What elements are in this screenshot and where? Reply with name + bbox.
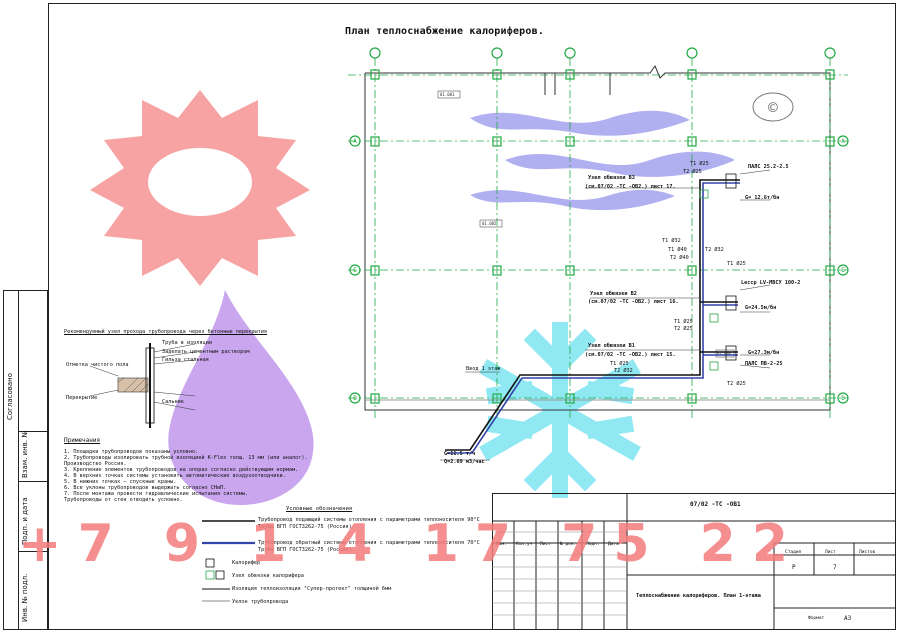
stamp-sheet: 7 [833, 564, 837, 571]
note-line-3: Производство Россия. [64, 461, 127, 467]
sun-watermark [90, 90, 310, 286]
axis-letter-a-right: А [841, 138, 845, 145]
axis-letter-c: В [353, 395, 357, 402]
legend-item-3: Калорифер [232, 560, 261, 566]
binding-strip [3, 290, 49, 630]
axis-letter-c-right: В [841, 395, 845, 402]
axis-letter-a: А [353, 138, 357, 145]
stamp-header-change: Изм. [496, 542, 507, 547]
detail-callout-4: Перекрытие [66, 395, 98, 401]
detail-title: Рекомендуемый узел прохода трубопровода … [64, 329, 268, 335]
stamp-format-label: Формат [808, 616, 825, 621]
node-b1-pipe-t1: T1 Ø25 [610, 361, 629, 367]
input-flow-2: Q=2.69 м3/час [444, 459, 485, 465]
legend-symbols [202, 520, 255, 602]
stamp-sheet-header: Лист [825, 550, 836, 555]
room-tag-3: 01.006 [717, 351, 732, 356]
note-line-8: 7. После монтажа провести гидравлические… [64, 491, 249, 497]
note-line-2: 2. Трубопроводы изолировать трубной изол… [64, 455, 308, 461]
note-line-9: Трубопроводы от стен отводить условно. [64, 497, 183, 503]
node-b3-spec: (см.07/02 -ТС -ОВ2.) лист 17. [585, 184, 676, 190]
node-b1-pipe-t2: T2 Ø32 [614, 368, 633, 374]
detail-callout-1: Труба в изоляции [162, 340, 212, 346]
building-outline [364, 64, 831, 411]
node-b1-label: Узел обвязки В1 [588, 343, 635, 349]
room-tag-2: 01.005 [482, 221, 497, 226]
riser-label-3: T1 Ø40 [668, 247, 687, 253]
detail-callout-3: Гильза стальная [162, 357, 209, 363]
node-b1-unit: ПАЛС ПВ-2-25 [745, 361, 783, 367]
legend-item-2-sub: Трубы ВГП ГОСТ3262-75 (Россия). [258, 547, 355, 553]
drawing-title: План теплоснабжение калориферов. [345, 26, 545, 37]
copyright-symbol: © [768, 98, 778, 117]
riser-label-4: T2 Ø40 [670, 255, 689, 261]
stamp-sheets-header: Листов [859, 550, 876, 555]
detail-callout-5: Отметка чистого пола [66, 362, 129, 368]
drop-watermark [168, 290, 314, 505]
input-label: Ввод 1 этаж [466, 366, 501, 372]
stamp-stage-header: Стадия [785, 550, 802, 555]
stamp-header-doc: № док. [560, 542, 577, 547]
room-tag-1: 01.001 [440, 92, 455, 97]
node-b1-flow: G=27.3м/бн [748, 350, 780, 356]
riser-label-6: T2 Ø25 [727, 381, 746, 387]
note-line-4: 3. Крепление элементов трубопроводов на … [64, 467, 299, 473]
drawing-frame [48, 3, 896, 630]
column-markers [349, 47, 849, 404]
node-b2-spec: (см.07/02 -ТС -ОВ2.) лист 16. [588, 299, 679, 305]
node-b2-pipe-t1: T1 Ø25 [674, 319, 693, 325]
legend-item-4: Узел обвязки калорифера [232, 573, 304, 579]
stamp-header-count: Кол.уч [516, 542, 533, 547]
heater-symbols [699, 173, 737, 371]
riser-label-1: T1 Ø32 [662, 238, 681, 244]
stamp-format: A3 [844, 615, 852, 622]
axis-letter-b: Б [353, 267, 357, 274]
node-b3-unit: ПАЛС 25.2-2.5 [748, 164, 789, 170]
stamp-description: Теплоснабжение калориферов. План 1-этажа [636, 593, 761, 599]
input-flow-1: G=11.5 т/ч [444, 451, 476, 457]
note-line-6: 5. В нижних точках — спускные краны. [64, 479, 177, 485]
detail-callout-2: Заделать цементным раствором [162, 349, 250, 355]
stamp-code: 07/02 -ТС -ОВ1 [690, 501, 741, 508]
node-b2-label: Узел обвязки В2 [590, 291, 637, 297]
stamp-stage: Р [792, 564, 796, 571]
node-b3-flow: G= 12.6т/бн [745, 195, 780, 201]
note-line-5: 4. В верхних точках системы установить а… [64, 473, 286, 479]
title-block [492, 493, 896, 630]
node-b3-label: Узел обвязки В3 [588, 175, 635, 181]
node-b3-pipe-t1: T1 Ø25 [690, 161, 709, 167]
legend-item-1: Трубопровод подающий системы отопления с… [258, 517, 480, 523]
node-b1-spec: (см.07/02 -ТС -ОВ2.) лист 15. [585, 352, 676, 358]
riser-label-2: T2 Ø32 [705, 247, 724, 253]
axis-letter-b-right: Б [841, 267, 845, 274]
stamp-header-date: Дата [608, 542, 619, 547]
piping-network [445, 179, 740, 454]
stamp-header-sheet: Лист [540, 542, 551, 547]
copyright-mark [752, 92, 794, 122]
node-b2-pipe-t2: T2 Ø25 [674, 326, 693, 332]
legend-item-1-sub: Трубы ВГП ГОСТ3262-75 (Россия). [258, 524, 355, 530]
legend-item-6: Уклон трубопровода [232, 599, 289, 605]
detail-drawing [89, 343, 196, 428]
legend-item-5: Изоляция теплоизоляция "Супер-протект" т… [232, 586, 392, 592]
legend-item-2: Трубопровод обратный системы отопления с… [258, 540, 480, 546]
phone-watermark: +7 9 1 4 17 75 22 [18, 514, 805, 574]
axis-letters: А Б В А Б В [353, 138, 845, 402]
node-b2-unit: Lесср LV-МВСУ 100-2 [741, 280, 801, 286]
room-tags: 01.001 01.005 01.006 [437, 90, 735, 358]
wave-watermark [470, 110, 735, 211]
stamp-header-sign: Подп. [586, 542, 600, 547]
axis-grid [348, 58, 848, 420]
node-b2-flow: G=24.5м/бн [745, 305, 777, 311]
notes-header: Примечания [64, 437, 101, 444]
note-line-1: 1. Площадки трубопроводов показаны услов… [64, 449, 199, 455]
riser-label-5: T1 Ø25 [727, 261, 746, 267]
legend-header: Условные обозначения [286, 506, 353, 512]
detail-callout-6: Сальник [162, 399, 184, 405]
note-line-7: 6. Все уклоны трубопроводов выдержать со… [64, 485, 227, 491]
node-b3-pipe-t2: T2 Ø25 [683, 169, 702, 175]
leader-lines [440, 169, 771, 461]
